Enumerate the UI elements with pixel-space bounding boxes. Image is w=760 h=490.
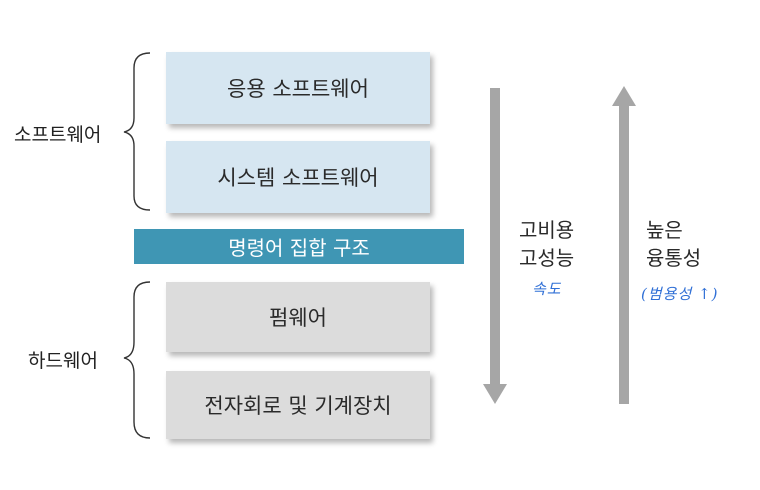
up-arrow-head [612,86,636,106]
down-arrow-label: 고비용 고성능 [519,216,574,272]
hardware-group-label: 하드웨어 [28,350,98,372]
down-arrow-head [483,384,507,404]
up-arrow-shaft [619,104,629,404]
down-arrow-shaft [490,88,500,388]
down-arrow-label-line1: 고비용 [519,218,575,242]
system-software-layer: 시스템 소프트웨어 [166,141,430,213]
up-arrow-label: 높은 융통성 [646,216,701,272]
up-arrow-label-line2: 융통성 [646,246,702,270]
down-arrow-handwritten-note: 속도 [532,280,562,298]
up-arrow-label-line1: 높은 [646,218,683,242]
up-arrow-handwritten-note: (범용성 ↑) [641,285,719,303]
instruction-set-bar: 명령어 집합 구조 [134,229,464,264]
hardware-brace [123,281,151,439]
firmware-layer: 펌웨어 [166,282,430,352]
circuits-devices-layer: 전자회로 및 기계장치 [166,371,430,439]
down-arrow-label-line2: 고성능 [519,246,575,270]
software-brace [123,52,151,211]
application-software-layer: 응용 소프트웨어 [166,52,430,124]
software-group-label: 소프트웨어 [14,124,102,146]
